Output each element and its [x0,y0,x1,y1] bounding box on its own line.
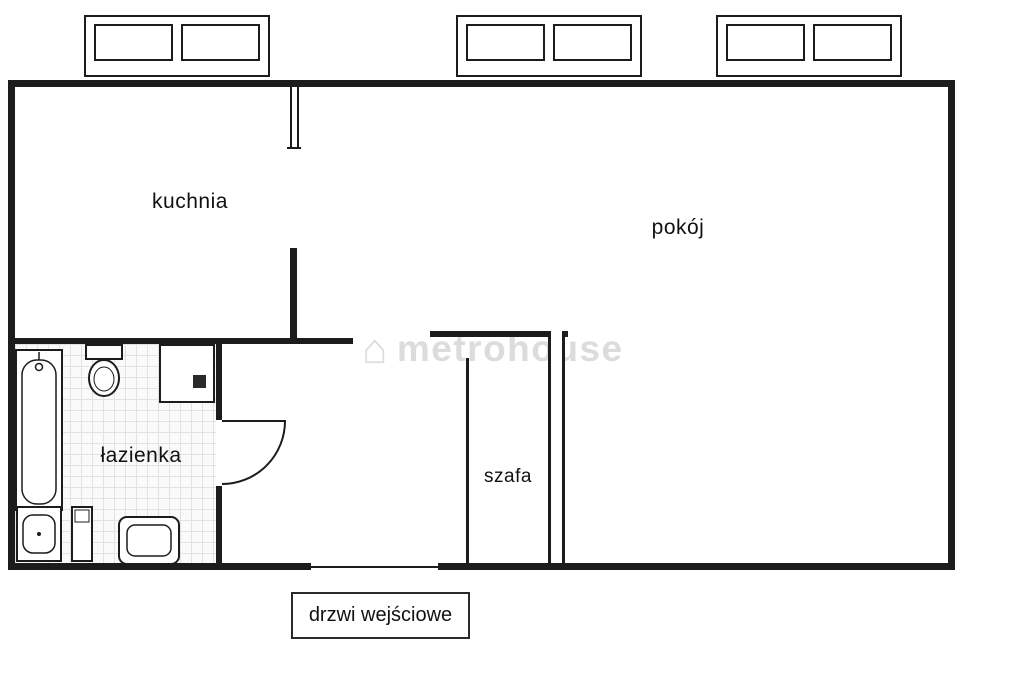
wall-top [8,80,955,87]
entrance-door-label-text: drzwi wejściowe [308,604,453,626]
entrance-opening [311,566,438,568]
room-label-kuchnia: kuchnia [152,190,228,213]
window-pane [813,24,892,61]
window-icon [84,15,270,77]
wall-bathroom-right-upper [216,338,222,420]
wall-right [948,80,955,570]
entrance-door-label: drzwi wejściowe [291,592,470,639]
window-pane [726,24,805,61]
bathroom-door-swing-icon [221,420,287,485]
wall-kitchen-divider-upper [290,87,299,148]
window-pane [466,24,545,61]
wall-left [8,80,15,570]
wall-kitchen-bottom [8,338,353,344]
wall-closet-right [548,331,565,563]
window-icon [716,15,902,77]
wall-bottom-right [438,563,955,570]
wall-kitchen-divider-lower [290,248,297,344]
room-label-lazienka: łazienka [100,444,182,467]
window-pane [94,24,173,61]
wall-end-tick [287,147,301,149]
room-label-szafa: szafa [484,466,532,487]
watermark-house-icon: ⌂ [362,325,389,372]
wall-bathroom-right-lower [216,486,222,563]
wall-bottom-left [8,563,311,570]
window-icon [456,15,642,77]
room-label-pokoj: pokój [651,216,705,239]
window-pane [553,24,632,61]
window-pane [181,24,260,61]
wall-closet-left [466,358,469,563]
wall-closet-top [430,331,568,337]
